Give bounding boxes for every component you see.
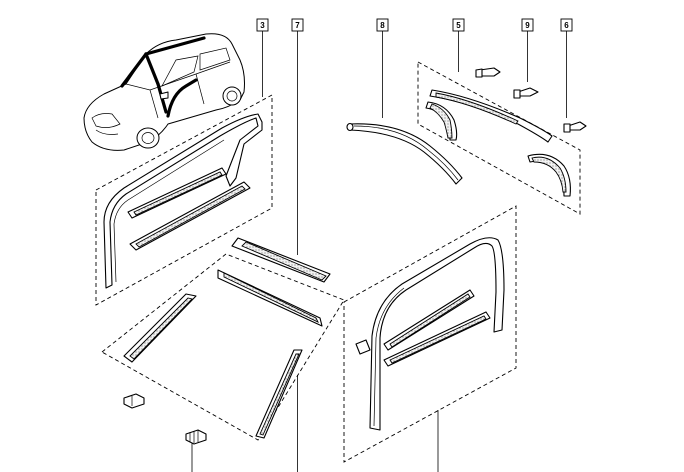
callout-5: 5: [452, 18, 465, 72]
group-right-dashed-frame: [343, 205, 517, 463]
group-7-dashed-frame: [101, 253, 345, 441]
group-3-dashed-frame: [95, 94, 273, 306]
small-clip-2: [185, 429, 207, 445]
callout-9: 9: [521, 18, 534, 82]
group-5-dashed-frame: [417, 61, 581, 215]
group-5-roof-rail: [417, 61, 581, 215]
small-clip-1: [123, 393, 145, 409]
group-right-door-frame: [343, 205, 517, 463]
group-3-door-seals: [95, 94, 273, 306]
callout-7-label: 7: [295, 21, 300, 30]
callout-5-label: 5: [456, 21, 461, 30]
callout-3-label: 3: [260, 21, 265, 30]
part-8-roof-seal: [346, 122, 463, 185]
callout-3: 3: [256, 18, 269, 97]
clip-part-9: [475, 67, 539, 99]
callout-7: 7: [291, 18, 304, 472]
clip-part-6: [563, 121, 587, 133]
callout-9-label: 9: [525, 21, 530, 30]
callout-8: 8: [376, 18, 389, 118]
group-7-windshield-seals: [101, 237, 345, 441]
callout-8-label: 8: [380, 21, 385, 30]
car-illustration: [83, 33, 245, 151]
callout-6: 6: [560, 18, 573, 118]
callout-6-label: 6: [564, 21, 569, 30]
